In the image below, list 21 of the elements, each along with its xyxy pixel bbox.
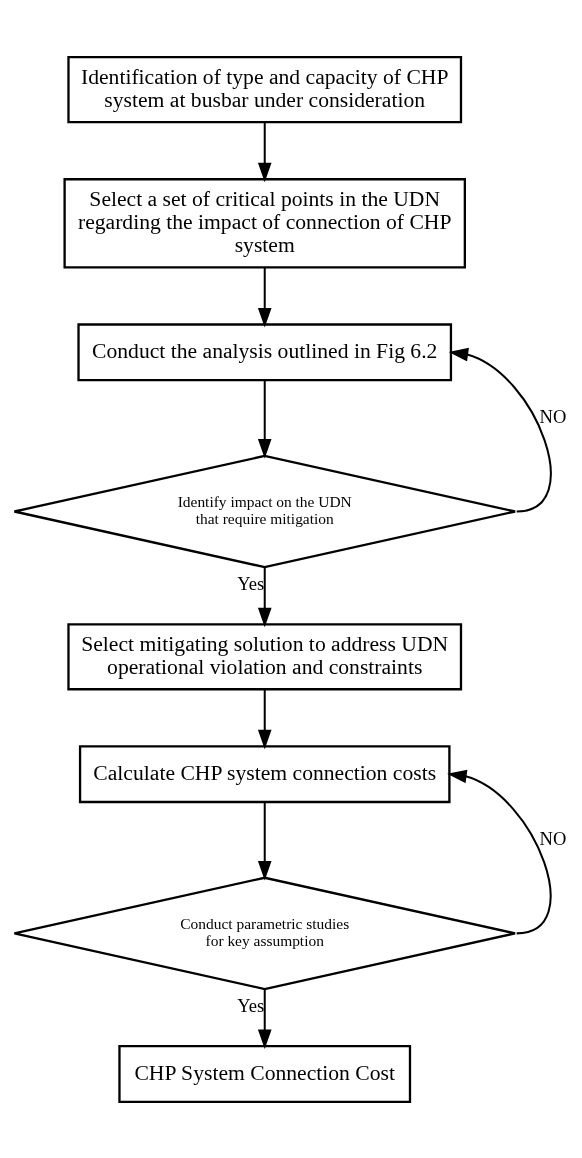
arrow xyxy=(257,267,272,327)
node-box: Select a set of critical points in the UDN regarding the impact of connection of CHP system xyxy=(63,177,466,268)
arrow xyxy=(257,988,272,1049)
node-diamond: Conduct parametric studies for key assumption xyxy=(13,876,517,990)
edge-label: Yes xyxy=(237,994,265,1016)
arrow xyxy=(257,379,272,458)
node-box: Calculate CHP system connection costs xyxy=(78,744,451,803)
node-diamond: Identify impact on the UDN that require mitigation xyxy=(13,454,517,568)
arrow xyxy=(257,689,272,749)
edge-label: NO xyxy=(539,405,567,427)
arrow xyxy=(447,769,552,934)
node-box: Identification of type and capacity of CHP system at busbar under consideration xyxy=(67,55,463,123)
node-box: Select mitigating solution to address UDN operational violation and constraints xyxy=(67,622,463,690)
arrow xyxy=(257,801,272,880)
arrow xyxy=(257,566,272,627)
arrow xyxy=(448,347,552,512)
edge-label: NO xyxy=(539,827,567,849)
arrow xyxy=(257,121,272,182)
node-box: CHP System Connection Cost xyxy=(118,1044,412,1103)
edge-label: Yes xyxy=(237,572,265,594)
node-box: Conduct the analysis outlined in Fig 6.2 xyxy=(77,322,453,381)
